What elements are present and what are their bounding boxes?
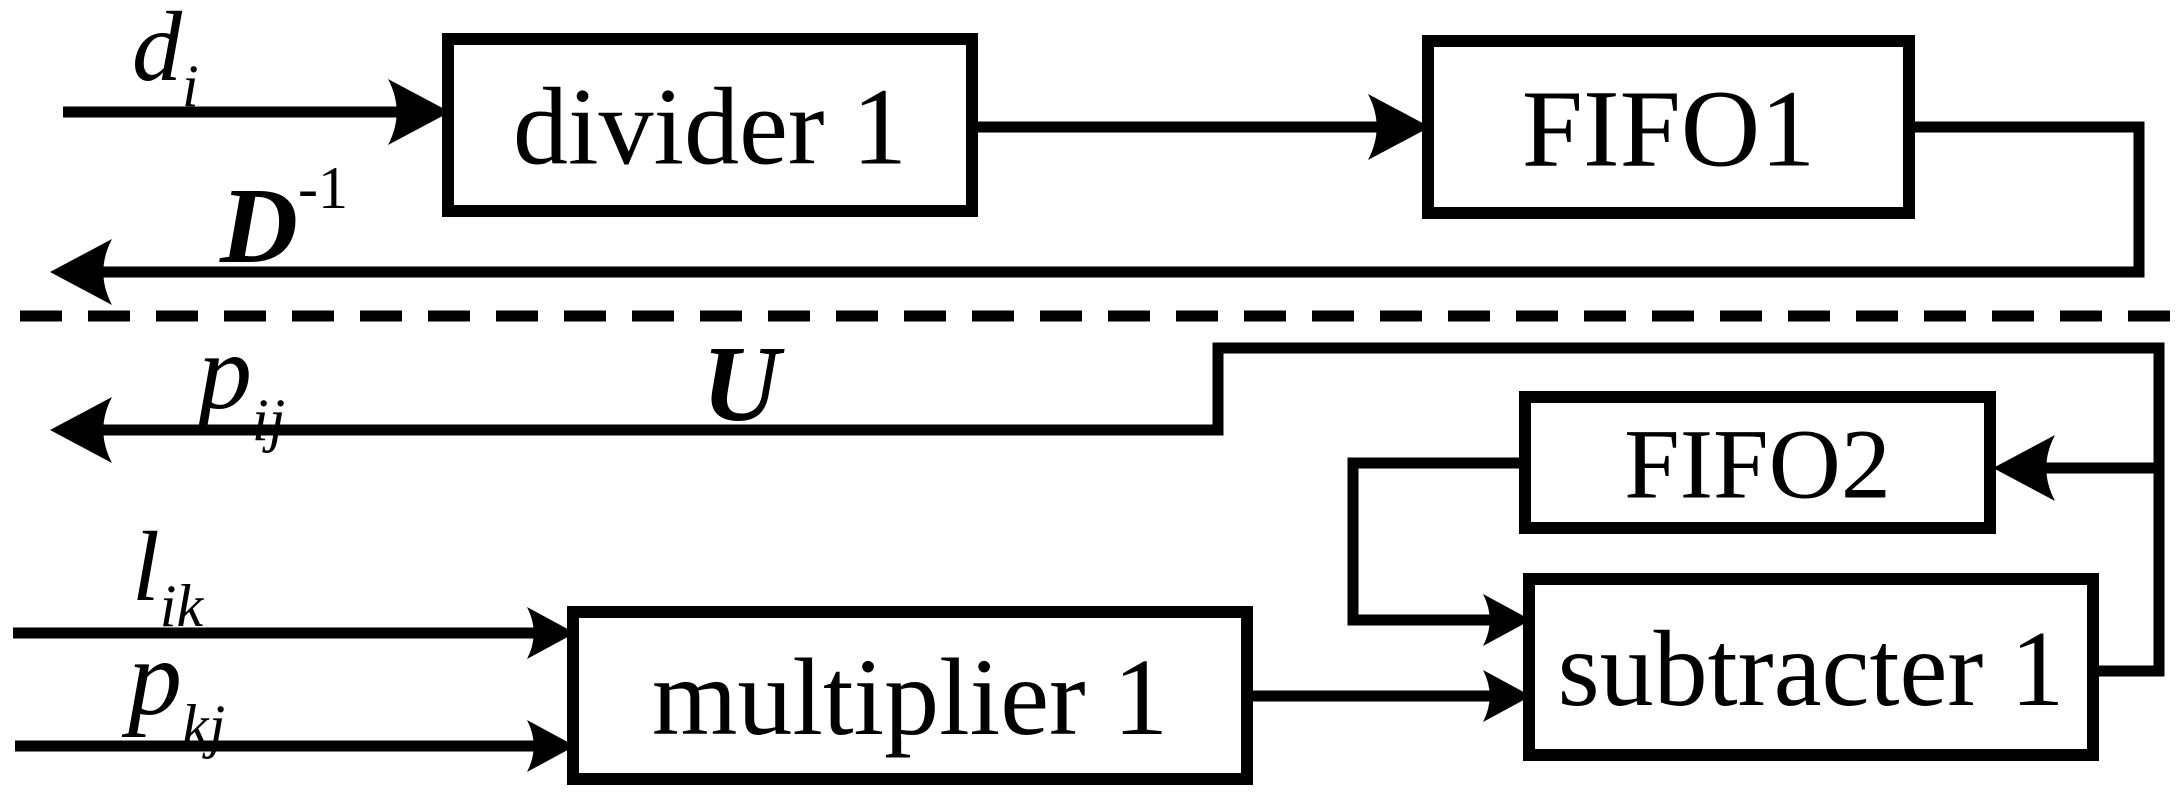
block-multiplier1 xyxy=(567,606,1253,785)
arrowhead-icon-signal-l-input xyxy=(527,607,575,659)
signal-label-p-ij: pij xyxy=(191,313,285,453)
arrowhead-icon-fifo2-to-subtracter1 xyxy=(1483,594,1531,646)
block-fifo1-label: FIFO1 xyxy=(1522,68,1815,190)
arrowhead-icon-signal-p-kj-input xyxy=(527,720,575,772)
signal-label-d-i: di xyxy=(132,0,199,119)
arrowhead-icon-subtracter1-feedback-to-u-output xyxy=(50,397,112,463)
connector-fifo2-to-subtracter1 xyxy=(1347,457,1525,626)
signal-label-l-ik: lik xyxy=(132,511,204,639)
block-fifo2 xyxy=(1519,391,1996,534)
block-subtracter1-label: subtracter 1 xyxy=(1558,610,2065,729)
block-fifo1 xyxy=(1422,35,1915,219)
connector-subtracter1-feedback-to-u-output xyxy=(87,342,2165,677)
signal-label-p-kj: pkj xyxy=(121,619,225,759)
arrowhead-icon-feedback-to-fifo2 xyxy=(1993,435,2055,501)
signal-label-d-inverse: D-1 xyxy=(219,155,348,286)
connector-fifo1-to-d-inverse-output xyxy=(87,121,2145,278)
block-multiplier1-label: multiplier 1 xyxy=(652,636,1168,758)
block-subtracter1 xyxy=(1523,573,2099,761)
arrowhead-icon-divider1-to-fifo1 xyxy=(1368,94,1430,160)
block-divider1 xyxy=(442,33,978,217)
arrowhead-icon-signal-d-input xyxy=(388,79,450,145)
arrowhead-icon-fifo1-to-d-inverse-output xyxy=(50,239,112,305)
arrowhead-icon-multiplier1-to-subtracter1 xyxy=(1483,670,1531,722)
signal-label-u: U xyxy=(702,325,785,444)
block-divider1-label: divider 1 xyxy=(513,66,907,188)
block-fifo2-label: FIFO2 xyxy=(1624,409,1891,520)
